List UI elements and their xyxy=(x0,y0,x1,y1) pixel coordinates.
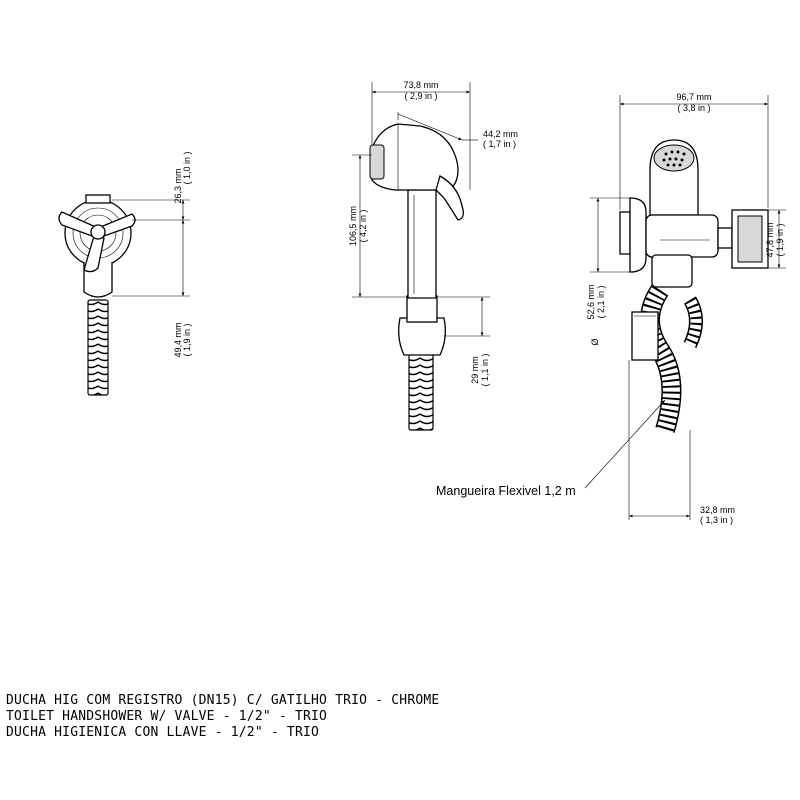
right-holder-block xyxy=(631,311,659,361)
middle-dim-holder-mm: 29 mm xyxy=(470,356,480,384)
title-line-portuguese: DUCHA HIG COM REGISTRO (DN15) C/ GATILHO… xyxy=(6,693,440,708)
title-line-english: TOILET HANDSHOWER W/ VALVE - 1/2" - TRIO xyxy=(6,709,328,724)
left-dim-top-in: ( 1,0 in ) xyxy=(182,151,192,184)
middle-dimensions: 73,8 mm ( 2,9 in ) 44,2 mm ( 1,7 in ) 10… xyxy=(348,80,518,387)
right-dim-base-in: ( 1,3 in ) xyxy=(700,515,733,525)
middle-head xyxy=(369,123,464,221)
middle-dim-height-in: ( 4,2 in ) xyxy=(358,209,368,242)
left-dim-bottom-in: ( 1,9 in ) xyxy=(182,323,192,356)
middle-dim-height-mm: 106,5 mm xyxy=(348,206,358,246)
middle-dim-trigger-in: ( 1,7 in ) xyxy=(483,139,516,149)
title-block: DUCHA HIG COM REGISTRO (DN15) C/ GATILHO… xyxy=(6,693,439,741)
middle-dim-width-mm: 73,8 mm xyxy=(403,80,438,90)
middle-handle xyxy=(407,189,437,299)
left-hose xyxy=(87,299,109,396)
right-dim-valve-in: ( 1,9 in ) xyxy=(775,223,785,256)
middle-dim-width-in: ( 2,9 in ) xyxy=(404,91,437,101)
left-view: 26,3 mm ( 1,0 in ) 49,4 mm ( 1,9 in ) xyxy=(58,151,192,396)
right-dim-diameter-symbol: Ø xyxy=(590,338,600,345)
right-wall-flange xyxy=(619,197,647,273)
right-dim-diameter-mm: 52,6 mm xyxy=(586,284,596,319)
left-dim-top-mm: 26,3 mm xyxy=(173,168,183,203)
right-dim-diameter-in: ( 2,1 in ) xyxy=(596,285,606,318)
middle-holder xyxy=(398,295,446,356)
right-dim-width-mm: 96,7 mm xyxy=(676,92,711,102)
right-dim-base-mm: 32,8 mm xyxy=(700,505,735,515)
hose-callout-label: Mangueira Flexivel 1,2 m xyxy=(436,484,576,498)
left-dimensions: 26,3 mm ( 1,0 in ) 49,4 mm ( 1,9 in ) xyxy=(112,151,192,358)
middle-dim-trigger-mm: 44,2 mm xyxy=(483,129,518,139)
right-dim-valve-mm: 47,8 mm xyxy=(765,222,775,257)
middle-view: 73,8 mm ( 2,9 in ) 44,2 mm ( 1,7 in ) 10… xyxy=(348,80,518,431)
left-dim-bottom-mm: 49,4 mm xyxy=(173,322,183,357)
right-valve-handle xyxy=(731,209,769,269)
right-hose xyxy=(640,284,703,433)
right-dim-width-in: ( 3,8 in ) xyxy=(677,103,710,113)
left-valve-body xyxy=(58,194,136,298)
title-line-spanish: DUCHA HIGIENICA CON LLAVE - 1/2" - TRIO xyxy=(6,725,320,740)
hose-callout: Mangueira Flexivel 1,2 m xyxy=(436,399,666,498)
middle-dim-holder-in: ( 1,1 in ) xyxy=(480,353,490,386)
right-view: 96,7 mm ( 3,8 in ) 47,8 mm ( 1,9 in ) Ø … xyxy=(586,92,786,525)
right-valve-body xyxy=(645,214,733,288)
right-shower-head xyxy=(649,139,699,216)
